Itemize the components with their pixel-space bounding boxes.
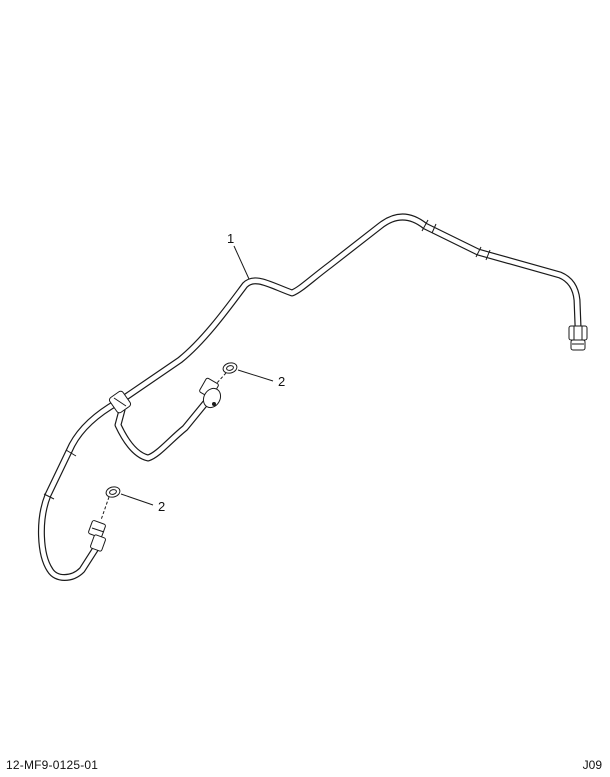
sheet-code: J09 — [582, 758, 602, 772]
sleeve-band — [485, 249, 491, 261]
drawing-number: 12-MF9-0125-01 — [6, 758, 99, 772]
leader-line-2b — [120, 493, 154, 506]
sleeve-band — [431, 223, 437, 234]
flange-fitting-lower — [88, 520, 106, 552]
callout-1-label: 1 — [227, 231, 234, 246]
leader-line-2a — [237, 369, 274, 382]
tee-fitting — [108, 390, 132, 414]
end-fitting-right — [568, 325, 588, 351]
sleeve-band — [65, 449, 77, 457]
callout-2b-label: 2 — [158, 499, 165, 514]
flange-fitting-upper — [199, 377, 222, 409]
o-ring-upper — [215, 362, 238, 385]
lower-branch-fill — [39, 399, 121, 580]
callout-2a-label: 2 — [278, 374, 285, 389]
middle-branch-fill — [115, 392, 215, 461]
tube-assembly — [37, 213, 588, 581]
sleeve-band — [475, 246, 482, 258]
leader-line-1 — [233, 245, 250, 280]
sleeve-band — [421, 219, 429, 232]
sleeve-band — [43, 493, 55, 500]
o-ring-lower — [100, 486, 121, 521]
main-tube-outline — [116, 213, 582, 405]
main-tube-fill — [117, 214, 581, 404]
